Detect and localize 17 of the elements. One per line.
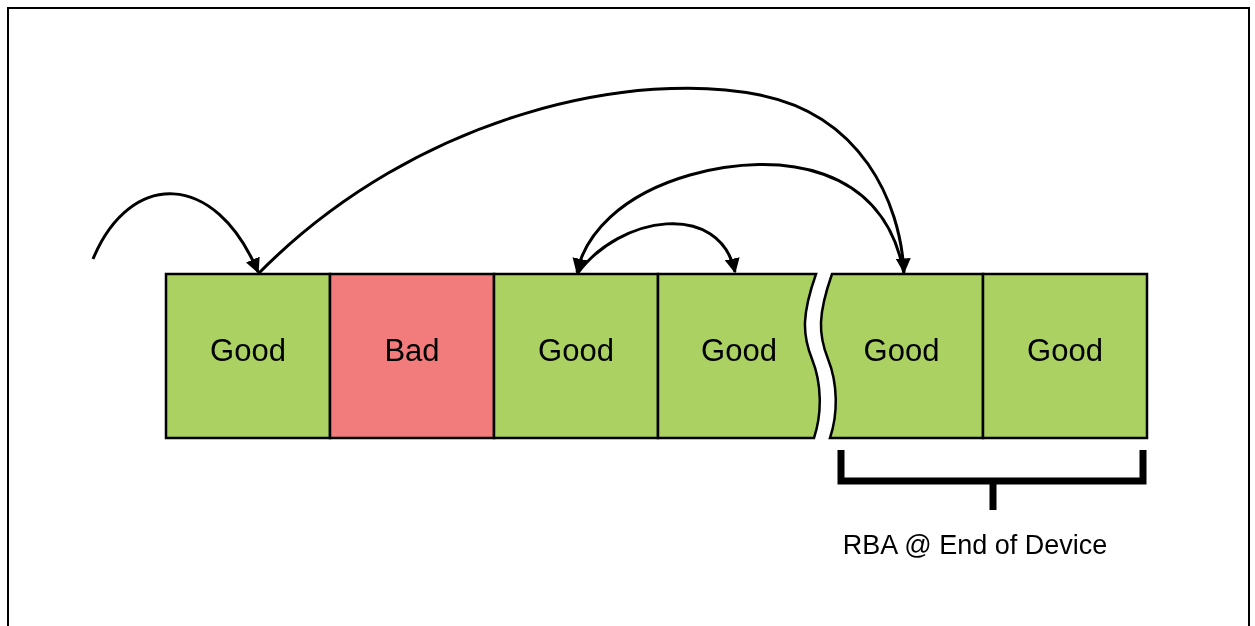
- bad-block: [330, 274, 494, 438]
- good-block: [658, 274, 820, 438]
- good-block: [166, 274, 330, 438]
- block-label: Good: [1027, 333, 1103, 369]
- block-label: Good: [701, 333, 777, 369]
- arrow: [573, 163, 906, 275]
- arrow: [91, 192, 260, 274]
- bracket-label: RBA @ End of Device: [841, 530, 1109, 561]
- block-label: Good: [863, 333, 940, 369]
- block-label: Bad: [384, 333, 440, 369]
- block-label: Good: [210, 333, 286, 369]
- good-block: [494, 274, 658, 438]
- arrow: [257, 86, 911, 276]
- good-block: [983, 274, 1147, 438]
- block-label: Good: [538, 333, 614, 369]
- arrow: [575, 222, 738, 275]
- good-block: [820, 274, 983, 438]
